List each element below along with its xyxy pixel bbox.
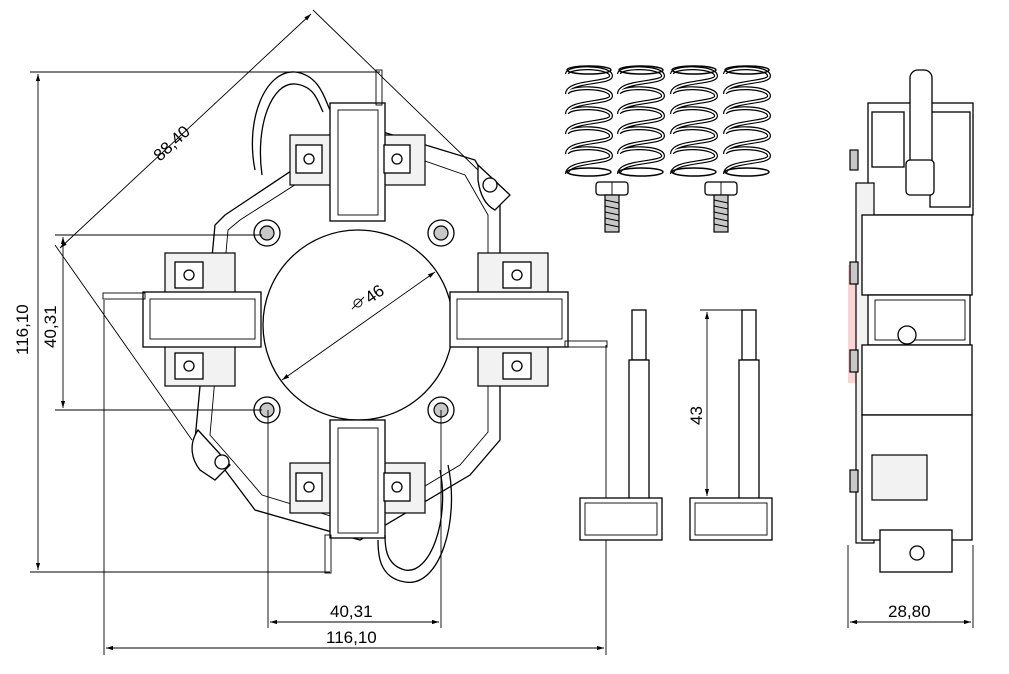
dimension-side-width bbox=[847, 545, 974, 628]
rivet-top-right bbox=[427, 219, 455, 247]
side-view bbox=[849, 69, 974, 573]
dim-total-width: 116,10 bbox=[326, 628, 377, 647]
dimension-lines-front bbox=[30, 9, 607, 655]
springs bbox=[565, 65, 772, 177]
dim-inner-width: 40,31 bbox=[330, 602, 373, 621]
screw-right bbox=[704, 181, 738, 233]
brush-left bbox=[579, 309, 663, 541]
spring-1 bbox=[565, 65, 614, 177]
spring-2 bbox=[617, 65, 666, 177]
brush-box-bottom bbox=[289, 419, 426, 574]
dim-total-height: 116,10 bbox=[13, 304, 32, 355]
dimension-brush-length bbox=[700, 309, 745, 499]
brush-box-right bbox=[449, 252, 608, 387]
lead-wire-bottom bbox=[384, 469, 444, 571]
spring-4 bbox=[723, 65, 772, 177]
spring-3 bbox=[670, 65, 719, 177]
rivet-top-left bbox=[253, 219, 281, 247]
dim-brush-length: 43 bbox=[687, 406, 706, 425]
dim-diagonal: 88,40 bbox=[150, 122, 194, 165]
rivet-bottom-left bbox=[253, 396, 281, 424]
dim-side-width: 28,80 bbox=[888, 602, 931, 621]
dim-inner-height: 40,31 bbox=[41, 305, 60, 348]
screw-left bbox=[595, 181, 629, 233]
brush-right bbox=[689, 309, 773, 541]
brush-box-left bbox=[102, 252, 262, 387]
